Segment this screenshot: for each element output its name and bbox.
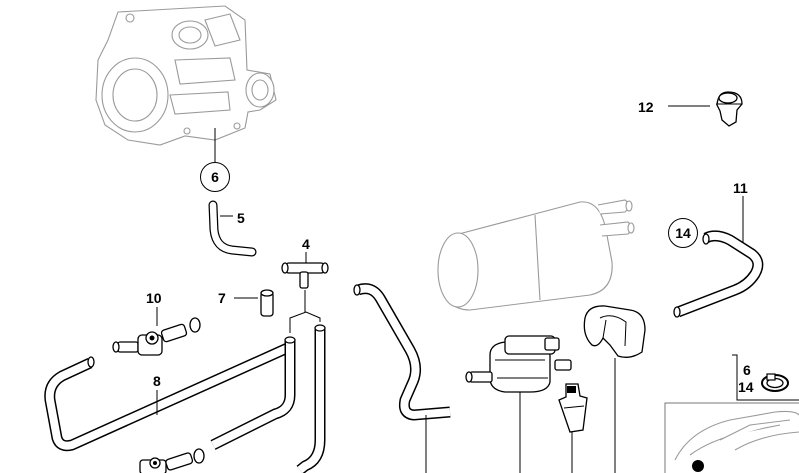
- callout-kit-14: 14: [738, 379, 754, 395]
- clip-part-12: [716, 91, 743, 127]
- callout-circle-14: 14: [668, 218, 698, 248]
- hose-s-center: [353, 283, 451, 421]
- callout-10: 10: [146, 290, 162, 306]
- callout-kit-6: 6: [743, 362, 751, 378]
- callout-4: 4: [302, 236, 310, 252]
- valve-bottom-partial: [139, 448, 205, 473]
- charcoal-canister-drawing: [437, 199, 635, 311]
- callout-11: 11: [733, 180, 748, 196]
- connector-plug-drawing: [558, 383, 588, 433]
- holder-bracket-drawing: [583, 305, 646, 358]
- hose-part-8: [44, 340, 295, 452]
- callout-12: 12: [638, 99, 654, 115]
- callout-5: 5: [237, 210, 245, 226]
- t-connector-part-4: [281, 262, 329, 289]
- callout-circle-6: 6: [200, 162, 230, 192]
- valve-part-10: [112, 317, 201, 356]
- callout-8: 8: [153, 373, 161, 389]
- sleeve-part-7: [260, 289, 274, 317]
- solenoid-valve-drawing: [465, 335, 572, 393]
- hose-part-5: [208, 200, 257, 257]
- hose-part-11: [673, 230, 764, 318]
- hose-clamp-drawing: [761, 373, 789, 392]
- throttle-housing-drawing: [95, 5, 277, 146]
- callout-7: 7: [218, 290, 226, 306]
- car-location-inset: [664, 402, 799, 473]
- hose-pair-middle: [210, 290, 326, 473]
